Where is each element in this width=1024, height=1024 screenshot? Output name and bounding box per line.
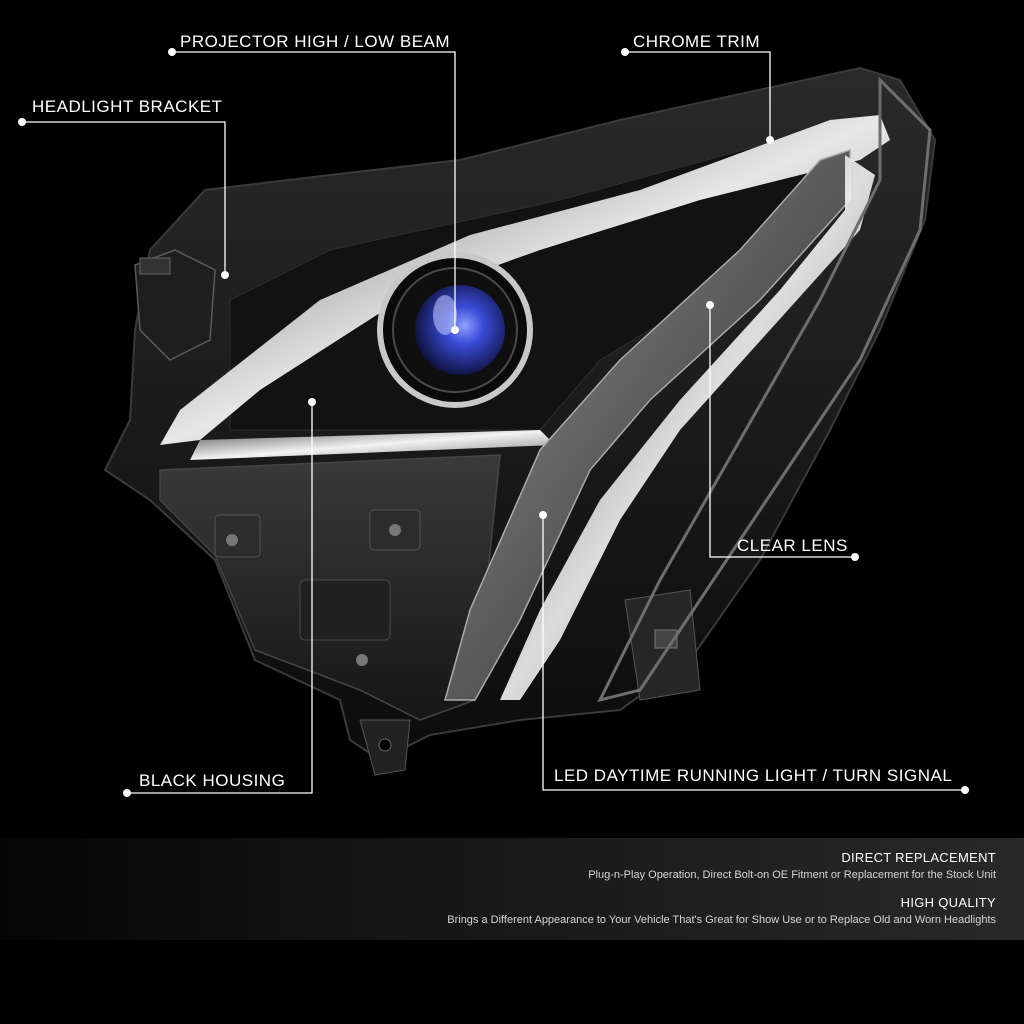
callout-dot	[706, 301, 714, 309]
callout-dot	[766, 136, 774, 144]
callout-dot	[168, 48, 176, 56]
feature-direct-replacement: DIRECT REPLACEMENT Plug-n-Play Operation…	[588, 850, 996, 883]
callout-dot	[851, 553, 859, 561]
callout-dot	[539, 511, 547, 519]
callout-projector: PROJECTOR HIGH / LOW BEAM	[180, 32, 451, 51]
chrome-trim-art	[160, 115, 890, 445]
clear-lens-art	[597, 76, 932, 703]
callout-led-drl: LED DAYTIME RUNNING LIGHT / TURN SIGNAL	[554, 766, 953, 785]
callout-dot	[451, 326, 459, 334]
callout-dot	[308, 398, 316, 406]
feature-description: Brings a Different Appearance to Your Ve…	[447, 914, 996, 926]
callout-dot	[123, 789, 131, 797]
callout-dot	[961, 786, 969, 794]
callout-dot	[621, 48, 629, 56]
led-strip-art	[444, 148, 851, 701]
feature-footer-band	[0, 838, 1024, 940]
feature-heading: DIRECT REPLACEMENT	[841, 850, 996, 865]
feature-high-quality: HIGH QUALITY Brings a Different Appearan…	[447, 895, 996, 928]
callout-dot	[221, 271, 229, 279]
callout-clear-lens: CLEAR LENS	[737, 536, 848, 555]
callout-black-housing: BLACK HOUSING	[139, 771, 286, 790]
feature-description: Plug-n-Play Operation, Direct Bolt-on OE…	[588, 869, 996, 881]
callout-dot	[18, 118, 26, 126]
bracket-art	[134, 249, 216, 361]
callout-headlight-bracket: HEADLIGHT BRACKET	[32, 97, 223, 116]
feature-heading: HIGH QUALITY	[900, 895, 996, 910]
callout-chrome-trim: CHROME TRIM	[633, 32, 761, 51]
